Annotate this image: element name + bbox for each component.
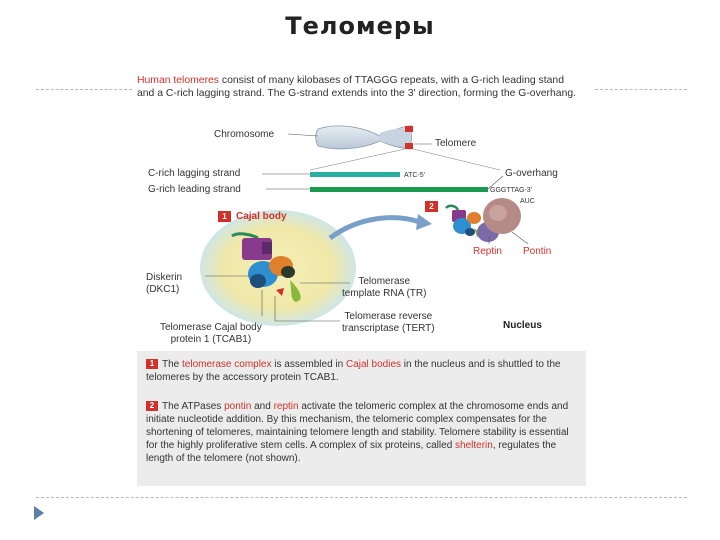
telomerase-complex-cajal [231, 232, 301, 302]
caption-1-text: is assembled in [271, 359, 346, 370]
label-template-rna: Telomerase template RNA (TR) [342, 276, 427, 299]
label-telomere: Telomere [435, 138, 477, 149]
caption-2: 2 The ATPases pontin and reptin activate … [146, 400, 576, 465]
caption-2-highlight: shelterin [455, 440, 493, 451]
caption-1-highlight: telomerase complex [182, 359, 272, 370]
label-nucleus: Nucleus [503, 320, 542, 331]
next-slide-arrow-icon[interactable] [34, 506, 44, 520]
zoom-line-right [412, 148, 501, 171]
g-rich-strand [310, 187, 488, 192]
label-tert: Telomerase reverse transcriptase (TERT) [342, 311, 435, 334]
label-chromosome: Chromosome [214, 129, 275, 140]
caption-2-badge: 2 [146, 401, 158, 411]
telomeric-complex [445, 198, 521, 242]
label-g-overhang: G-overhang [505, 168, 558, 179]
caption-1-highlight: Cajal bodies [345, 359, 402, 370]
caption-1-text: The [162, 359, 183, 370]
label-reptin: Reptin [473, 246, 502, 257]
caption-2-highlight: pontin [224, 401, 252, 412]
label-pontin: Pontin [523, 246, 552, 257]
title-divider-left [36, 89, 132, 90]
c-rich-strand [310, 172, 400, 177]
shuttle-arrow [328, 215, 421, 241]
caption-1-badge: 1 [146, 359, 158, 369]
badge-1: 1 [218, 211, 231, 222]
figure-intro: Human telomeres consist of many kilobase… [137, 74, 582, 100]
caption-2-text: The ATPases [162, 401, 225, 412]
label-gggttag: GGGTTAG-3' [490, 187, 533, 194]
caption-2-highlight: reptin [273, 401, 299, 412]
caption-2-text: activate the telomeric complex at the ch… [146, 401, 569, 451]
telomere-cap-top [405, 126, 413, 132]
shuttle-arrowhead [416, 214, 432, 230]
badge-2: 2 [425, 201, 438, 212]
intro-highlight: Human telomeres [137, 75, 220, 86]
slide-title: Теломеры [285, 12, 435, 40]
label-tcab1: Telomerase Cajal body protein 1 (TCAB1) [160, 322, 262, 345]
label-g-strand: G-rich leading strand [148, 184, 241, 195]
g-overhang-leader [487, 175, 504, 190]
caption-2-text: and [251, 401, 274, 412]
label-cajal-body: Cajal body [236, 211, 287, 222]
chromosome-leader [287, 133, 319, 137]
label-dyskerin: Diskerin (DKC1) [146, 272, 183, 295]
label-auc: AUC [520, 198, 535, 205]
zoom-line-left [309, 148, 406, 171]
label-c-strand: C-rich lagging strand [148, 168, 241, 179]
footer-divider [36, 497, 687, 498]
chromosome-shape [315, 125, 413, 150]
telomere-cap-bottom [405, 143, 413, 149]
pontin-leader [511, 231, 529, 245]
caption-1-text: in the nucleus and is shuttled to the te… [146, 359, 561, 383]
label-atc5: ATC-5' [404, 172, 426, 179]
caption-2-text: , regulates the length of the telomere (… [146, 440, 557, 464]
intro-text: consist of many kilobases of TTAGGG repe… [137, 75, 577, 99]
title-divider-right [595, 89, 687, 90]
